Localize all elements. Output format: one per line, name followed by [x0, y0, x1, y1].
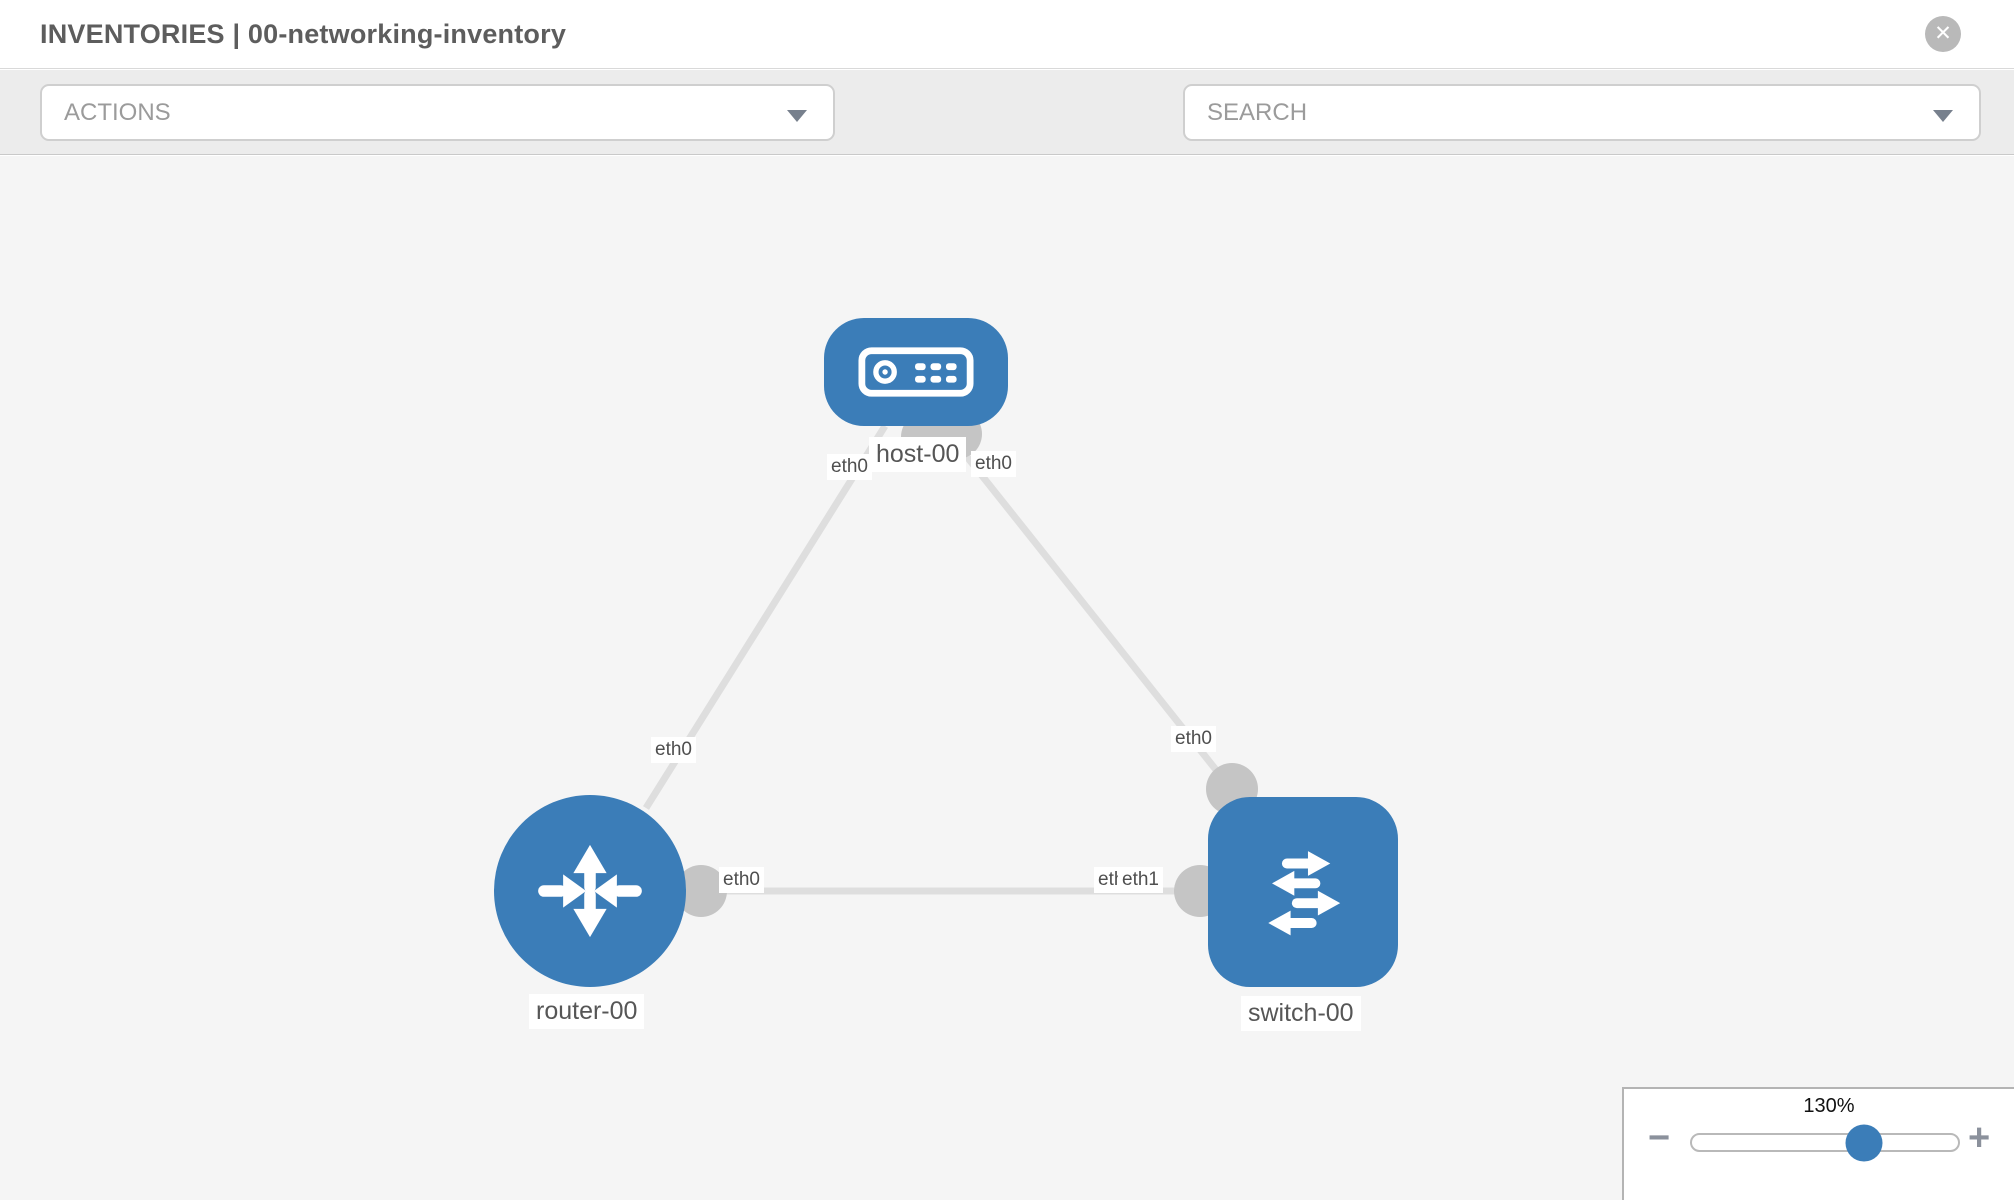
node-label-switch: switch-00 [1241, 996, 1361, 1031]
node-router-00[interactable] [494, 795, 686, 987]
interface-label: eth0 [827, 454, 872, 480]
interface-label: eth0 [719, 867, 764, 893]
router-interface-connector [675, 865, 727, 917]
chevron-down-icon [1933, 110, 1953, 122]
zoom-control-panel: 130% − + [1622, 1087, 2014, 1200]
header-bar: INVENTORIES | 00-networking-inventory ✕ [0, 0, 2014, 69]
search-dropdown[interactable]: SEARCH [1183, 84, 1981, 141]
switch-icon [1268, 851, 1341, 936]
close-icon: ✕ [1934, 22, 1952, 45]
interface-label: eth1 [1118, 867, 1163, 893]
node-switch-00[interactable] [1208, 797, 1398, 987]
page-title: INVENTORIES | 00-networking-inventory [40, 19, 567, 49]
topology-canvas[interactable]: host-00 router-00 switch-00 eth0 eth0 et… [0, 156, 2014, 1200]
toolbar: ACTIONS SEARCH [0, 70, 2014, 205]
zoom-level-value: 130% [1803, 1095, 1855, 1117]
node-host-00[interactable] [824, 318, 1008, 426]
host-icon [858, 347, 974, 397]
search-dropdown-label: SEARCH [1207, 99, 1308, 126]
interface-label: eth0 [1171, 726, 1216, 752]
zoom-slider-track[interactable] [1690, 1124, 1960, 1161]
plus-icon: + [1968, 1117, 1991, 1159]
interface-label: eth0 [971, 451, 1016, 477]
node-label-host: host-00 [869, 437, 967, 472]
minus-icon: − [1648, 1117, 1671, 1159]
actions-dropdown[interactable]: ACTIONS [40, 84, 835, 141]
zoom-in-button[interactable]: + [1968, 1119, 1990, 1157]
chevron-down-icon [787, 110, 807, 122]
actions-dropdown-label: ACTIONS [64, 99, 171, 126]
node-label-router: router-00 [529, 994, 645, 1029]
links-layer [643, 409, 1258, 917]
close-button[interactable]: ✕ [1925, 16, 1961, 52]
zoom-out-button[interactable]: − [1648, 1119, 1670, 1157]
zoom-slider-handle[interactable] [1845, 1124, 1883, 1161]
interface-label: eth0 [651, 737, 696, 763]
router-icon [538, 844, 642, 938]
